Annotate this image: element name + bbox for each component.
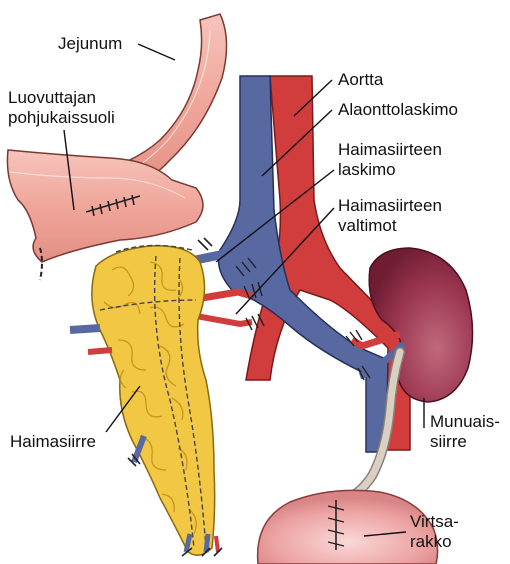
label-bladder-line2: rakko bbox=[410, 532, 452, 552]
label-donor-duodenum-line2: pohjukaissuoli bbox=[8, 108, 115, 128]
label-aorta: Aortta bbox=[338, 70, 383, 90]
label-kidney-line2: siirre bbox=[430, 432, 467, 452]
label-vena-cava: Alaonttolaskimo bbox=[338, 100, 458, 120]
leader-jejunum bbox=[138, 44, 175, 60]
label-jejunum: Jejunum bbox=[58, 34, 122, 54]
label-graft-artery-line2: valtimot bbox=[338, 216, 397, 236]
label-donor-duodenum-line1: Luovuttajan bbox=[8, 88, 96, 108]
label-graft-artery-line1: Haimasiirteen bbox=[338, 196, 442, 216]
label-graft-vein-line2: laskimo bbox=[338, 160, 396, 180]
pancreas-graft bbox=[92, 245, 215, 555]
label-graft-vein-line1: Haimasiirteen bbox=[338, 140, 442, 160]
label-bladder-line1: Virtsa- bbox=[410, 512, 459, 532]
label-pancreas: Haimasiirre bbox=[10, 432, 96, 452]
label-kidney-line1: Munuais- bbox=[430, 412, 500, 432]
